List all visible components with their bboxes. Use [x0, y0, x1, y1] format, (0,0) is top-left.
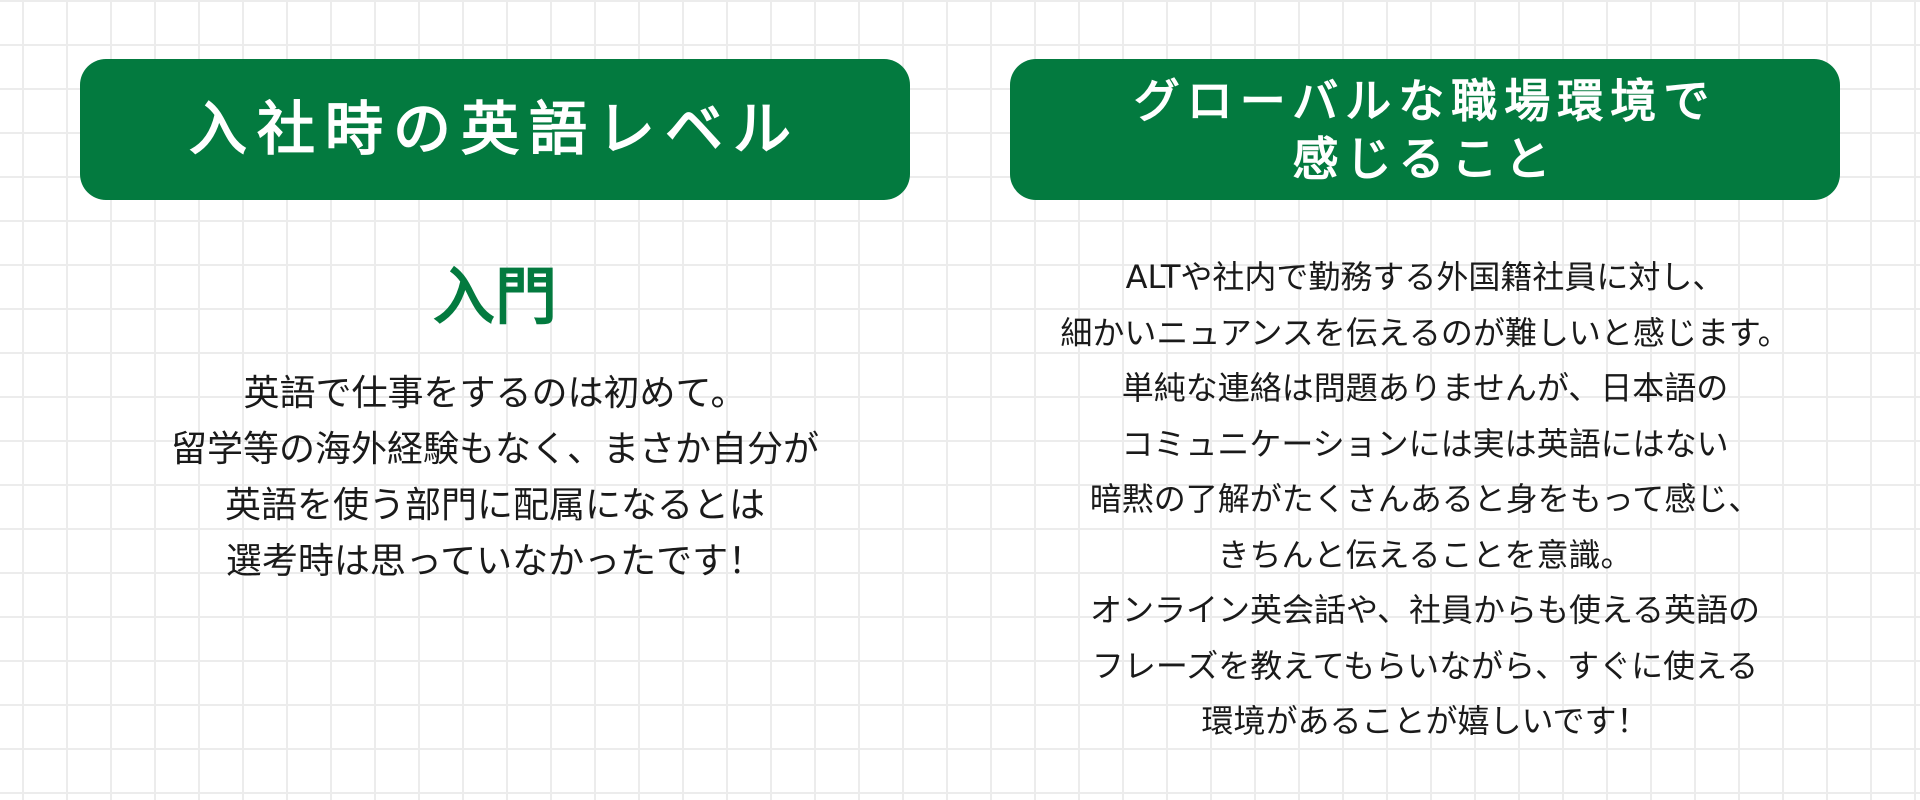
description-line: 細かいニュアンスを伝えるのが難しいと感じます。 [1060, 313, 1790, 352]
description-line: 英語を使う部門に配属になるとは [224, 485, 765, 526]
description-line: オンライン英会話や、社員からも使える英語の [1089, 591, 1761, 629]
english-level-value: 入門 [432, 260, 557, 333]
global-workplace-description: ALTや社内で勤務する外国籍社員に対し、 細かいニュアンスを伝えるのが難しいと感… [970, 250, 1880, 750]
description-line: ALTや社内で勤務する外国籍社員に対し、 [1125, 258, 1725, 296]
description-line: 暗黙の了解がたくさんあると身をもって感じ、 [1089, 480, 1761, 518]
english-level-banner: 入社時の英語レベル [80, 59, 910, 200]
description-line: コミュニケーションには実は英語にはない [1121, 424, 1729, 463]
description-line: 留学等の海外経験もなく、まさか自分が [170, 429, 819, 470]
global-workplace-banner: グローバルな職場環境で 感じること [1010, 59, 1840, 200]
english-level-description: 英語で仕事をするのは初めて。 留学等の海外経験もなく、まさか自分が 英語を使う部… [80, 366, 910, 590]
description-line: フレーズを教えてもらいながら、すぐに使える [1091, 646, 1759, 685]
description-line: 英語で仕事をするのは初めて。 [243, 373, 747, 414]
description-line: きちんと伝えることを意識。 [1217, 535, 1633, 574]
description-line: 選考時は思っていなかったです！ [225, 541, 765, 582]
description-line: 環境があることが嬉しいです！ [1201, 702, 1649, 740]
title-line: 感じること [1292, 131, 1558, 186]
english-level-title: 入社時の英語レベル [188, 94, 801, 163]
global-workplace-title: グローバルな職場環境で 感じること [1134, 72, 1717, 188]
title-line: グローバルな職場環境で [1133, 73, 1717, 128]
description-line: 単純な連絡は問題ありませんが、日本語の [1121, 369, 1729, 407]
